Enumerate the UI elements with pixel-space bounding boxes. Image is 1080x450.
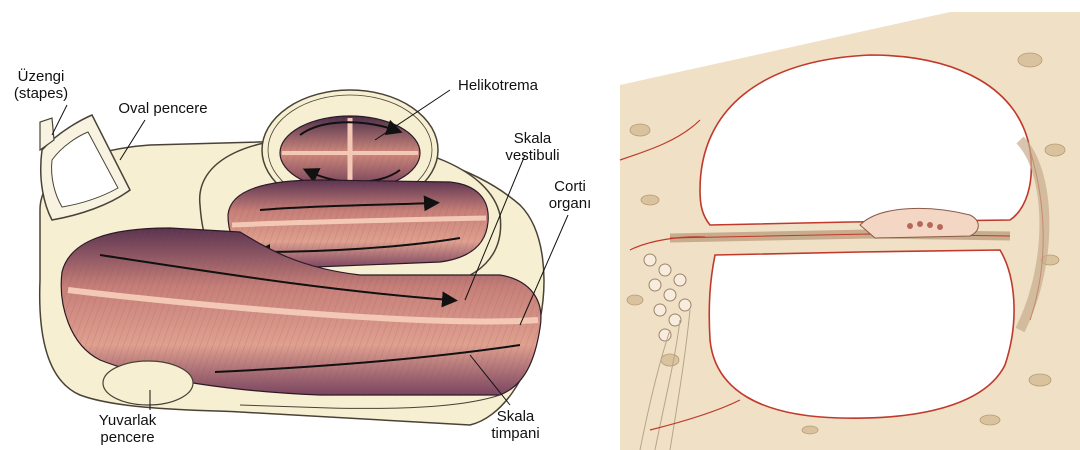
cochlea-cross-section-image	[610, 0, 1080, 450]
label-round-window: Yuvarlak pencere	[85, 412, 170, 446]
lower-chamber	[709, 250, 1014, 418]
cochlea-diagram-graphic	[0, 0, 600, 450]
label-organ-of-corti: Corti organı	[540, 178, 600, 212]
label-scala-vestibuli: Skala vestibuli	[495, 130, 570, 164]
cochlea-cross-section-icon	[610, 0, 1080, 450]
round-window	[103, 361, 193, 405]
label-helicotrema: Helikotrema	[448, 77, 548, 94]
label-scala-tympani: Skala timpani	[478, 408, 553, 442]
label-stapes: Üzengi (stapes)	[6, 68, 76, 102]
cochlea-diagram: Üzengi (stapes) Oval pencere Helikotrema…	[0, 0, 600, 450]
label-oval-window: Oval pencere	[108, 100, 218, 117]
